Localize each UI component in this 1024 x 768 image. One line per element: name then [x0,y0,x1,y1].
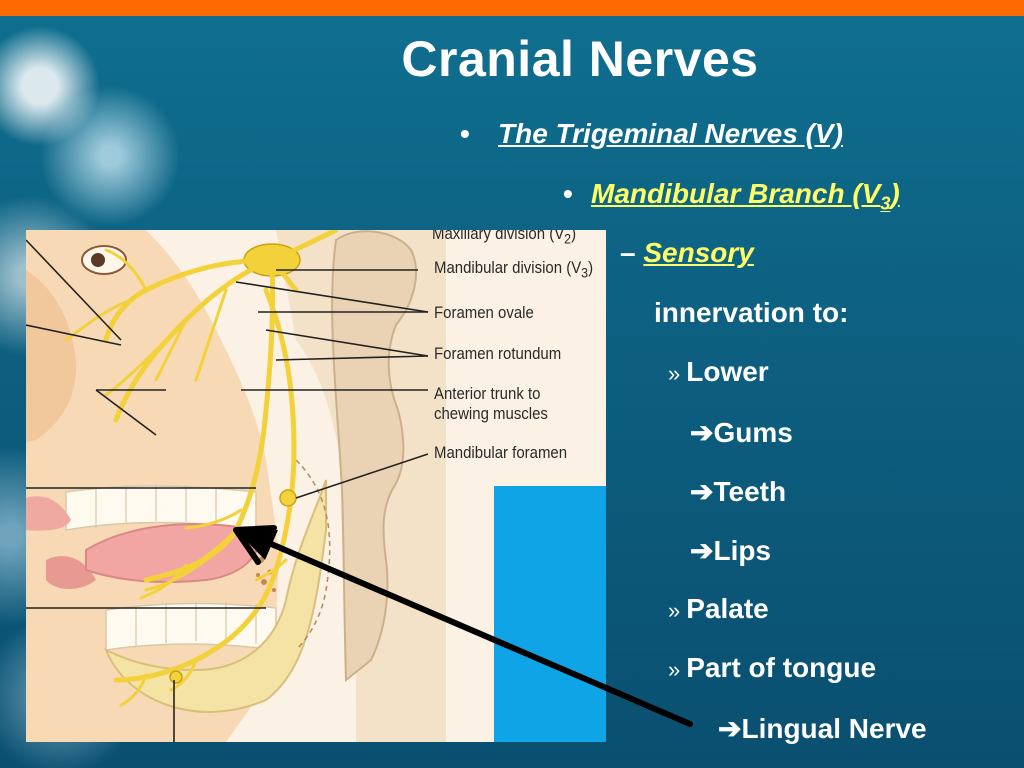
label-foramen-rotundum: Foramen rotundum [434,344,562,363]
label-mandibular-division: Mandibular division (V3) [434,258,594,282]
item-lips: ➔Lips [690,535,772,566]
bullet-dot: • [460,118,470,149]
item-palate: »Palate [668,593,769,624]
dash-sensory: – Sensory [620,237,754,269]
item-gums: ➔Gums [690,417,793,448]
item-tongue: »Part of tongue [668,652,877,683]
arrow-icon: ➔ [690,417,714,448]
bullet-mandibular-text: Mandibular Branch (V3) [591,178,900,214]
arrow-icon: ➔ [718,713,742,744]
sensory-text: Sensory [643,237,754,268]
blue-accent-box [494,486,606,742]
bullet-trigeminal-text: The Trigeminal Nerves (V) [498,118,843,149]
bullet-mandibular: • Mandibular Branch (V3) [563,178,900,215]
arrow-icon: ➔ [690,476,714,507]
label-foramen-ovale: Foramen ovale [434,303,534,322]
label-maxillary-division: Maxillary division (V2) [432,230,577,248]
raquo-bullet: » [668,598,681,623]
top-accent-bar [0,0,1024,16]
raquo-bullet: » [668,361,681,386]
slide-title: Cranial Nerves [401,31,759,87]
bullet-trigeminal: • The Trigeminal Nerves (V) [460,118,843,150]
innervation-text: innervation to: [654,297,849,328]
raquo-bullet: » [668,657,681,682]
item-lower: »Lower [668,356,769,387]
arrow-icon: ➔ [690,535,714,566]
item-teeth: ➔Teeth [690,476,787,507]
item-lingual-nerve: ➔Lingual Nerve [718,713,927,744]
label-mandibular-foramen: Mandibular foramen [434,443,568,462]
bullet-dot: • [563,178,573,209]
dash-symbol: – [620,237,636,268]
